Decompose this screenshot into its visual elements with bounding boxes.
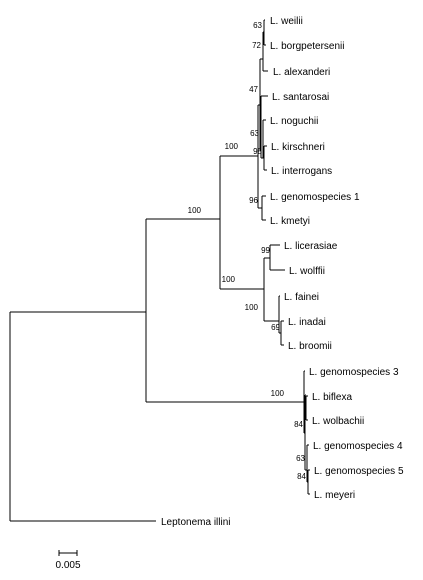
taxon-label-meyeri: L. meyeri: [314, 490, 355, 501]
bootstrap-value: 84: [297, 472, 306, 481]
taxon-label-kirschneri: L. kirschneri: [271, 142, 325, 153]
taxon-label-inadai: L. inadai: [288, 317, 326, 328]
bootstrap-value: 47: [249, 85, 258, 94]
bootstrap-value: 63: [253, 21, 262, 30]
bootstrap-value: 63: [250, 129, 259, 138]
taxon-label-wolffii: L. wolffii: [289, 266, 325, 277]
bootstrap-value: 100: [271, 389, 285, 398]
taxon-label-biflexa: L. biflexa: [312, 392, 352, 403]
taxon-label-santarosai: L. santarosai: [272, 92, 329, 103]
taxon-label-genomospecies-3: L. genomospecies 3: [309, 367, 399, 378]
bootstrap-value: 63: [296, 454, 305, 463]
taxon-label-licerasiae: L. licerasiae: [284, 241, 338, 252]
bootstrap-value: 98: [253, 147, 262, 156]
bootstrap-value: 96: [249, 196, 258, 205]
tree-branches: [9, 19, 310, 522]
bootstrap-value: 100: [188, 206, 202, 215]
bootstrap-values: 63 72 47 63 98 96 100 100 100 99 100 69 …: [188, 21, 307, 481]
bootstrap-value: 100: [222, 275, 236, 284]
taxon-label-weilii: L. weilii: [270, 16, 303, 27]
bootstrap-value: 100: [225, 142, 239, 151]
taxon-label-interrogans: L. interrogans: [271, 166, 332, 177]
taxon-label-borgpetersenii: L. borgpetersenii: [270, 41, 345, 52]
bootstrap-value: 69: [271, 323, 280, 332]
taxon-labels: L. weilii L. borgpetersenii L. alexander…: [161, 16, 404, 528]
scale-bar: 0.005: [55, 550, 81, 571]
scale-bar-label: 0.005: [55, 560, 80, 571]
taxon-label-fainei: L. fainei: [284, 292, 319, 303]
taxon-label-broomii: L. broomii: [288, 341, 332, 352]
taxon-label-leptonema-illini: Leptonema illini: [161, 517, 231, 528]
bootstrap-value: 99: [261, 246, 270, 255]
taxon-label-noguchii: L. noguchii: [270, 116, 318, 127]
bootstrap-value: 100: [245, 303, 259, 312]
taxon-label-kmetyi: L. kmetyi: [270, 216, 310, 227]
taxon-label-genomospecies-5: L. genomospecies 5: [314, 466, 404, 477]
bootstrap-value: 72: [252, 41, 261, 50]
taxon-label-genomospecies-1: L. genomospecies 1: [270, 192, 360, 203]
scale-bar-line: [58, 550, 78, 556]
bootstrap-value: 84: [294, 420, 303, 429]
taxon-label-alexanderi: L. alexanderi: [273, 67, 330, 78]
taxon-label-genomospecies-4: L. genomospecies 4: [313, 441, 403, 452]
taxon-label-wolbachii: L. wolbachii: [312, 416, 364, 427]
